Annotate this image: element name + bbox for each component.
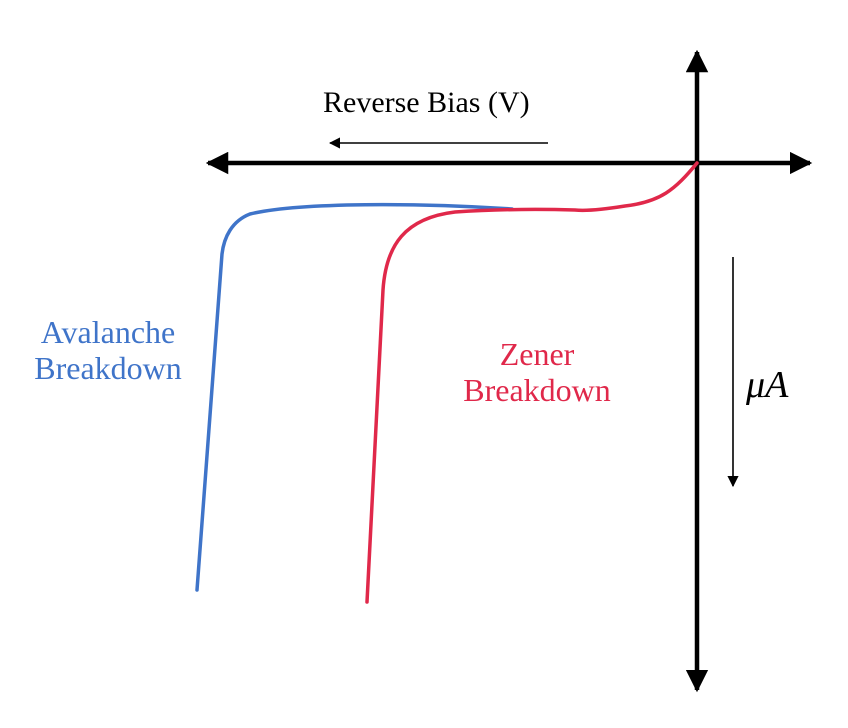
avalanche-label-line2: Breakdown	[34, 350, 182, 386]
zener-label-line2: Breakdown	[463, 372, 611, 408]
avalanche-label-line1: Avalanche	[40, 314, 176, 350]
current-unit-label: μA	[746, 364, 789, 406]
zener-breakdown-label: Zener Breakdown	[452, 336, 622, 408]
avalanche-breakdown-label: Avalanche Breakdown	[22, 314, 194, 386]
zener-breakdown-curve	[365, 161, 699, 604]
reverse-bias-label: Reverse Bias (V)	[323, 86, 530, 119]
avalanche-breakdown-curve	[195, 202, 514, 592]
zener-label-line1: Zener	[499, 336, 575, 372]
